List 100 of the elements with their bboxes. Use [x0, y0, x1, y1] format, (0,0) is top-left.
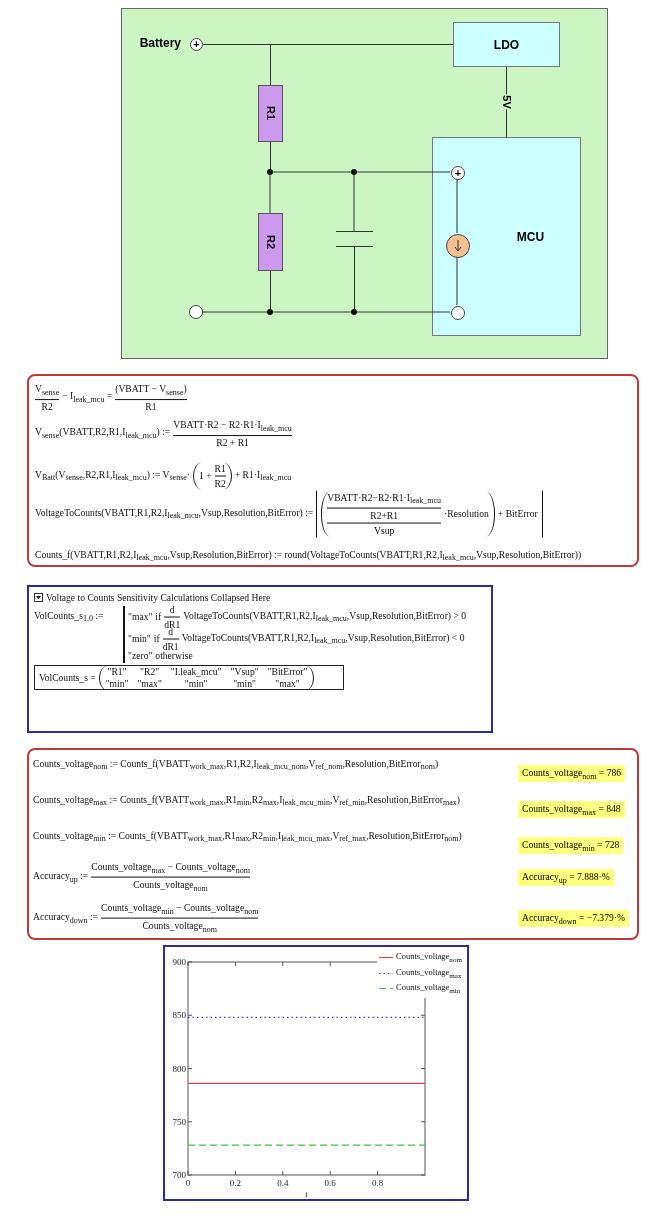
wire	[456, 256, 458, 306]
matrix-cell-text: "R1"	[106, 666, 128, 678]
wire	[354, 246, 355, 310]
wire	[353, 174, 355, 232]
matrix-cell: "min"	[105, 678, 129, 690]
math-text: otherwise	[155, 650, 193, 662]
math-text: "max"	[128, 611, 153, 623]
matrix-cell: "I.leak_mcu"	[170, 666, 222, 678]
math-text: Counts_voltage$_{nom}$	[133, 878, 208, 894]
matrix-cell: "max"	[137, 678, 162, 690]
tick-label: 0.8	[372, 1178, 384, 1188]
junction-dot	[351, 169, 357, 175]
math-text: Counts_voltage$_{nom}$ := Counts_f(VBATT$_{work_max}$,R1,R2,I$_{leak_mcu_nom}$,V$_{ref_nom}$,Resolution,BitError$_{nom}$)	[33, 757, 439, 773]
math-text: Counts_voltage$_{max}$ − Counts_voltage$_{nom}$	[91, 860, 250, 876]
matrix-cell-text: "min"	[232, 678, 257, 690]
wire	[456, 178, 458, 234]
math-text: Accuracy$_{up}$ :=	[33, 869, 89, 885]
math-text: VoltageToCounts(VBATT,R1,R2,I$_{leak_mcu}$,Vsup,Resolution,BitError) :=	[35, 506, 314, 522]
math-text: Vsup	[374, 524, 395, 537]
junction-dot	[267, 309, 273, 315]
math-text: − I$_{leak_mcu}$ =	[62, 390, 113, 406]
matrix-cell: "BitError"	[267, 666, 308, 678]
capacitor-symbol	[336, 231, 373, 247]
math-text: + R1·I$_{leak_mcu}$	[234, 468, 292, 484]
math-text: Voltage to Counts Sensitivity Calculations Collapsed Here	[46, 592, 271, 604]
math-text: d	[169, 603, 175, 616]
tick-label: 700	[172, 1170, 186, 1180]
equation-panel	[27, 374, 639, 567]
math-text: Accuracy$_{down}$ :=	[33, 910, 98, 926]
tick-label: 850	[172, 1010, 186, 1021]
math-text: ·Resolution	[444, 508, 489, 520]
math-text: "zero"	[128, 650, 153, 662]
legend-label: Counts_voltage$_{min}$	[396, 982, 461, 996]
math-text: V$_{Batt}$(V$_{sense}$,R2,R1,I$_{leak_mcu}$) := V$_{sense}$·	[35, 468, 190, 484]
result-highlight: Counts_voltage$_{max}$ = 848	[518, 801, 625, 818]
math-text: if	[153, 633, 160, 645]
wire	[269, 174, 271, 214]
matrix-cell: "Vsup"	[230, 666, 259, 678]
math-text: VoltageToCounts(VBATT,R1,R2,I$_{leak_mcu}$,Vsup,Resolution,BitError) < 0	[181, 631, 465, 647]
tick-label: 0	[185, 1178, 191, 1188]
wire	[270, 270, 271, 310]
junction-dot	[267, 169, 273, 175]
resistor: R1	[258, 85, 283, 142]
wire	[270, 141, 271, 170]
math-text: R2	[214, 477, 226, 490]
math-text: 1 +	[199, 470, 212, 482]
math-text: VBATT·R2−R2·R1·I$_{leak_mcu}$	[327, 491, 442, 507]
terminal-circle	[451, 306, 465, 320]
math-text: "min"	[128, 633, 151, 645]
result-highlight: Counts_voltage$_{min}$ = 728	[518, 837, 624, 854]
wire	[272, 311, 352, 313]
matrix-cell-text: "min"	[183, 678, 209, 690]
wire	[202, 311, 268, 313]
math-text: dR1	[162, 640, 179, 652]
current-source-symbol	[446, 234, 470, 258]
wire	[356, 311, 451, 313]
junction-dot	[351, 309, 357, 315]
matrix-result-box	[34, 665, 344, 690]
tick-label: 0.4	[277, 1178, 289, 1188]
legend-label: Counts_voltage$_{nom}$	[396, 951, 462, 965]
matrix-cell-text: "R2"	[139, 666, 161, 678]
tick-label: 750	[172, 1116, 186, 1127]
math-text: R2 + R1	[216, 436, 249, 449]
math-text: VoltageToCounts(VBATT,R1,R2,I$_{leak_mcu}$,Vsup,Resolution,BitError) > 0	[183, 609, 467, 625]
math-text: V$_{sense}$	[35, 383, 60, 398]
legend-label: Counts_voltage$_{max}$	[396, 966, 462, 981]
tick-label: 0.2	[229, 1178, 241, 1188]
math-text: V$_{sense}$(VBATT,R2,R1,I$_{leak_mcu}$) :=	[35, 426, 171, 442]
math-text: VolCounts_s =	[39, 672, 96, 684]
math-text: Counts_voltage$_{min}$ := Counts_f(VBATT$_{work_max}$,R1$_{max}$,R2$_{min}$,I$_{leak_mcu_max}$,V$_{ref_max}$,Resolution,BitError$_{nom}$)	[33, 829, 462, 845]
wire	[272, 171, 352, 173]
resistor: R2	[258, 213, 283, 271]
math-text: Counts_voltage$_{max}$ := Counts_f(VBATT$_{work_max}$,R1$_{min}$,R2$_{max}$,I$_{leak_mcu_min}$,V$_{ref_min}$,Resolution,BitError$_{max}$)	[33, 793, 460, 809]
equation-panel	[27, 585, 493, 733]
math-text: R2+R1	[370, 509, 399, 522]
math-text: Counts_f(VBATT,R1,R2,I$_{leak_mcu}$,Vsup,Resolution,BitError) := round(VoltageToCounts(VBATT,R1,R2,I$_{leak_mcu}$,Vsup,Resolution,BitError))	[35, 548, 582, 564]
terminal-label: Battery	[139, 36, 181, 50]
microcontroller-block	[432, 137, 581, 336]
result-highlight: Counts_voltage$_{nom}$ = 786	[518, 765, 626, 782]
wire	[356, 171, 451, 173]
wire	[202, 44, 271, 86]
math-text: Counts_voltage$_{min}$ − Counts_voltage$_{nom}$	[101, 901, 259, 917]
math-text: Counts_voltage$_{nom}$	[142, 919, 217, 935]
plus-terminal: +	[451, 166, 465, 180]
math-text: if	[155, 611, 162, 623]
matrix-cell-text: "max"	[274, 678, 301, 690]
result-highlight: Accuracy$_{up}$ = 7.888·%	[518, 869, 614, 886]
math-text: VBATT·R2 − R2·R1·I$_{leak_mcu}$	[173, 419, 292, 434]
math-text: VolCounts_s$_{1,0}$ :=	[34, 609, 104, 625]
math-text: R1	[214, 462, 226, 475]
math-text: (VBATT − V$_{sense}$)	[115, 383, 187, 398]
block-label: MCU	[516, 229, 545, 244]
math-text: R1	[145, 400, 157, 413]
equation-panel	[27, 748, 639, 940]
math-text: + BitError	[497, 508, 538, 520]
axis-title: t	[305, 1189, 308, 1199]
regulator-block: LDO	[453, 22, 560, 67]
tick-label: 0.6	[324, 1178, 336, 1188]
tick-label: 900	[172, 957, 186, 967]
math-text: R2	[41, 400, 53, 413]
